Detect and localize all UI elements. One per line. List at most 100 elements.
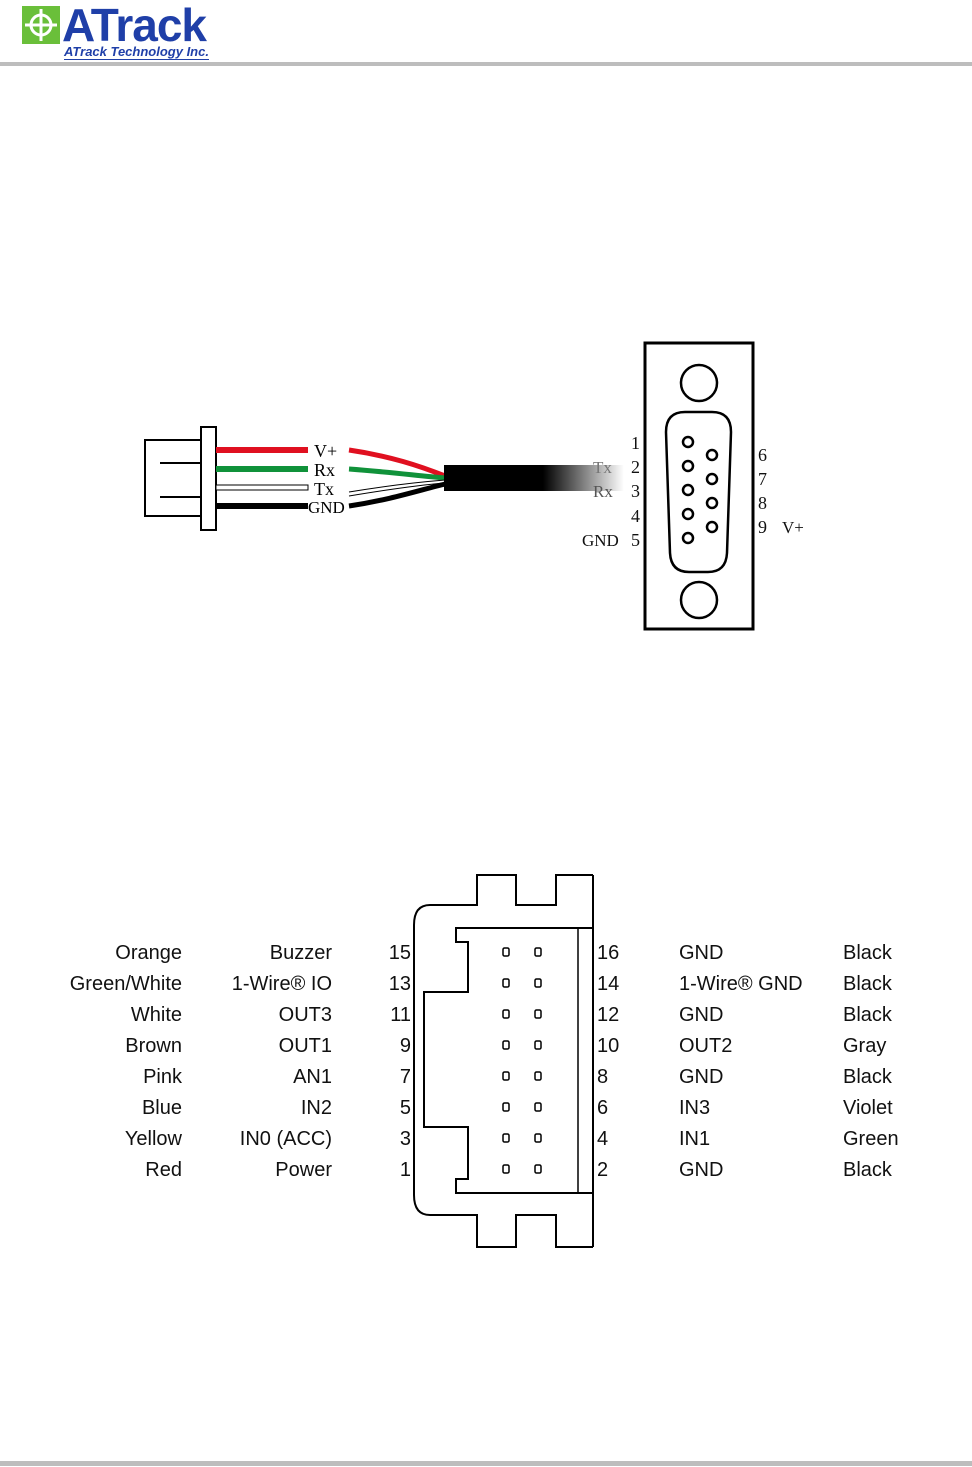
io-function-right: 1-Wire® GND — [679, 973, 803, 995]
io-pin-contact — [534, 947, 542, 957]
db9-pin — [681, 483, 695, 497]
io-function-left: 1-Wire® IO — [232, 973, 332, 995]
wire-vplus-curve — [348, 447, 446, 479]
io-pin-contact — [502, 1133, 510, 1143]
io-wire-color-right: Violet — [843, 1097, 893, 1119]
db9-pin-number: 7 — [758, 469, 767, 489]
io-pin-contact — [534, 1164, 542, 1174]
db9-pin-number: 5 — [631, 530, 640, 550]
db9-pins — [681, 435, 719, 545]
wire-label-tx: Tx — [314, 479, 334, 499]
wire-rx-curve — [348, 466, 446, 481]
io-pin-contact — [502, 1040, 510, 1050]
io-pin-number-left: 7 — [400, 1066, 411, 1088]
io-wire-color-right: Black — [843, 1004, 893, 1026]
io-function-right: IN3 — [679, 1097, 710, 1119]
io-pin-contact — [502, 947, 510, 957]
logo-subtitle: ATrack Technology Inc. — [64, 44, 209, 60]
io-wire-color-left: Brown — [125, 1035, 182, 1057]
io-function-left: IN2 — [301, 1097, 332, 1119]
io-pin-number-left: 13 — [389, 973, 411, 995]
crosshair-square-icon — [22, 6, 60, 44]
io-wire-color-left: Yellow — [125, 1128, 183, 1150]
io-function-left: IN0 (ACC) — [240, 1128, 332, 1150]
wire-label-gnd: GND — [308, 498, 345, 517]
io-wire-color-left: Green/White — [70, 973, 182, 995]
db9-mounting-hole — [679, 580, 719, 620]
footer-divider — [0, 1461, 972, 1466]
io-wire-color-right: Gray — [843, 1035, 886, 1057]
db9-pin-number: 1 — [631, 433, 640, 453]
io-function-right: GND — [679, 942, 723, 964]
db9-pin — [681, 459, 695, 473]
io-pin-contact — [534, 978, 542, 988]
io-pin-number-left: 1 — [400, 1159, 411, 1181]
io-pin-number-left: 5 — [400, 1097, 411, 1119]
plug-housing — [144, 439, 202, 517]
io-pin-contact — [534, 1133, 542, 1143]
io-wire-color-left: White — [131, 1004, 182, 1026]
io-pin-number-right: 8 — [597, 1066, 608, 1088]
io-housing-inner — [423, 927, 593, 1194]
io-pin-number-left: 11 — [390, 1004, 411, 1026]
db9-signal-vplus: V+ — [782, 518, 804, 537]
io-pin-number-right: 14 — [597, 973, 619, 995]
io-function-left: Power — [275, 1159, 332, 1181]
db9-pin — [705, 520, 719, 534]
db9-pin — [705, 496, 719, 510]
db9-pin-number: 8 — [758, 493, 767, 513]
io-wire-color-left: Red — [145, 1159, 182, 1181]
db9-pin — [681, 507, 695, 521]
db9-pin — [681, 435, 695, 449]
db9-signal-gnd: GND — [582, 531, 619, 550]
io-pin-number-right: 10 — [597, 1035, 619, 1057]
wire-tx — [215, 484, 309, 491]
io-pin-number-left: 3 — [400, 1128, 411, 1150]
db9-pin-number: 2 — [631, 457, 640, 477]
db9-pin-number: 4 — [631, 506, 640, 526]
db9-pin-number: 3 — [631, 481, 640, 501]
io-pin-contact — [502, 978, 510, 988]
db9-mounting-hole — [679, 363, 719, 403]
io-pin-number-right: 16 — [597, 942, 619, 964]
io-function-left: OUT3 — [279, 1004, 332, 1026]
io-pin-contact — [534, 1102, 542, 1112]
logo-wordmark: ATrack — [62, 0, 207, 51]
io-function-left: Buzzer — [270, 942, 333, 964]
io-function-right: GND — [679, 1066, 723, 1088]
db9-pin-number: 9 — [758, 517, 767, 537]
io-connector-drawing — [413, 874, 594, 1248]
io-function-right: GND — [679, 1004, 723, 1026]
io-pin-number-right: 4 — [597, 1128, 608, 1150]
wire-gnd-curve — [348, 481, 446, 509]
io-pin-contact — [502, 1009, 510, 1019]
io-wire-color-left: Pink — [143, 1066, 183, 1088]
db9-face — [664, 410, 733, 574]
io-wire-color-right: Green — [843, 1128, 899, 1150]
io-function-right: IN1 — [679, 1128, 710, 1150]
db9-signal-rx: Rx — [593, 482, 613, 501]
io-wire-color-left: Blue — [142, 1097, 182, 1119]
header-divider — [0, 62, 972, 66]
io-pin-number-right: 12 — [597, 1004, 619, 1026]
io-wire-color-right: Black — [843, 1066, 893, 1088]
io-pin-number-right: 2 — [597, 1159, 608, 1181]
wire-tx-curve — [348, 479, 446, 493]
io-pin-number-left: 9 — [400, 1035, 411, 1057]
io-pin-number-right: 6 — [597, 1097, 608, 1119]
io-wire-color-right: Black — [843, 973, 893, 995]
wire-label-rx: Rx — [314, 460, 335, 480]
io-pin-contact — [534, 1009, 542, 1019]
io-pin-contact — [502, 1102, 510, 1112]
io-wire-color-right: Black — [843, 942, 893, 964]
io-wire-color-left: Orange — [115, 942, 182, 964]
db9-pin — [705, 472, 719, 486]
io-function-right: OUT2 — [679, 1035, 732, 1057]
db9-signal-tx: Tx — [593, 458, 612, 477]
io-pin-contacts — [502, 940, 594, 1179]
io-wire-color-right: Black — [843, 1159, 893, 1181]
db9-pin — [681, 531, 695, 545]
io-pin-contact — [534, 1040, 542, 1050]
db9-pin-number: 6 — [758, 445, 767, 465]
